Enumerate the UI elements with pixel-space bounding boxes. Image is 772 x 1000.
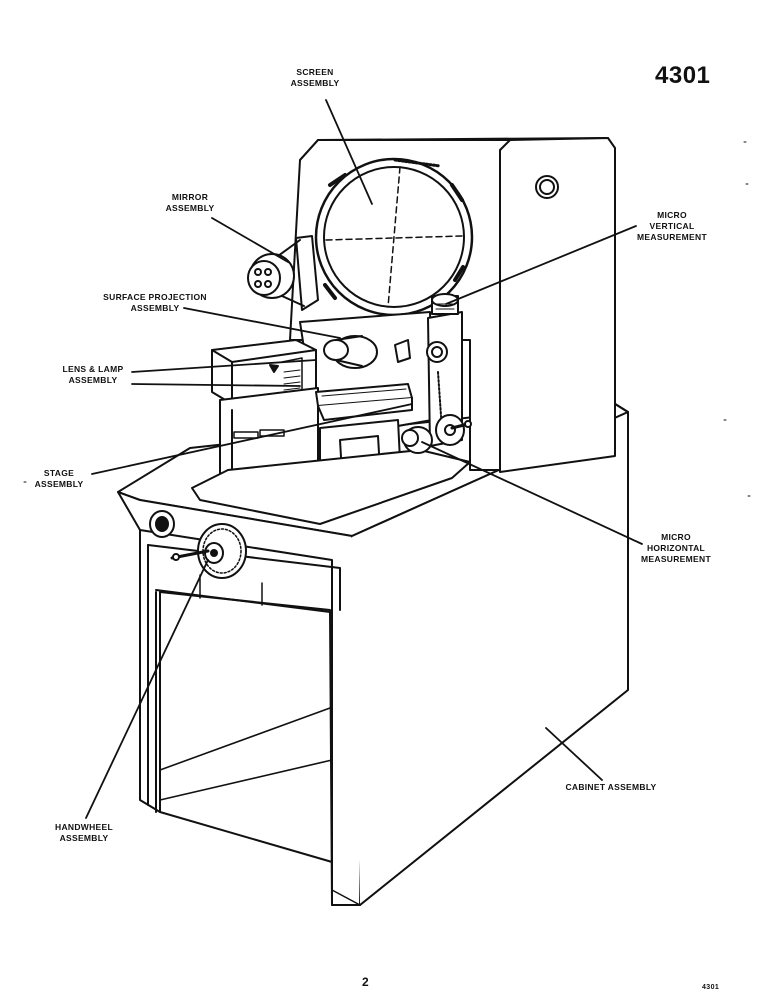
leader-handwheel xyxy=(85,559,209,819)
page-number: 2 xyxy=(362,975,369,989)
leader-lens-lamp-1 xyxy=(131,359,317,373)
label-lens-lamp-assembly: LENS & LAMP ASSEMBLY xyxy=(62,364,124,385)
label-micro-horizontal-measurement: MICRO HORIZONTAL MEASUREMENT xyxy=(641,532,711,564)
leader-cabinet xyxy=(545,727,603,781)
label-surface-projection-assembly: SURFACE PROJECTION ASSEMBLY xyxy=(103,292,207,313)
handwheel xyxy=(149,510,247,579)
projector-body xyxy=(191,293,472,525)
label-cabinet-assembly: CABINET ASSEMBLY xyxy=(565,782,657,792)
leader-stage xyxy=(91,403,413,475)
leader-micro-vertical xyxy=(445,225,637,305)
leader-micro-horizontal xyxy=(421,441,643,545)
leader-lens-lamp-2 xyxy=(131,383,301,387)
footer-code: 4301 xyxy=(702,984,720,991)
leader-screen xyxy=(325,99,373,205)
label-micro-vertical-measurement: MICRO VERTICAL MEASUREMENT xyxy=(637,210,707,242)
mirror-assembly xyxy=(247,235,319,311)
document-number: 4301 xyxy=(655,62,711,89)
label-mirror-assembly: MIRROR ASSEMBLY xyxy=(165,192,215,213)
leader-surface-projection xyxy=(183,307,341,339)
projector-hood xyxy=(289,137,616,473)
scan-specks xyxy=(23,141,751,497)
leader-mirror xyxy=(211,217,289,263)
label-screen-assembly: SCREEN ASSEMBLY xyxy=(290,67,340,88)
leader-lines xyxy=(85,99,643,819)
label-stage-assembly: STAGE ASSEMBLY xyxy=(34,468,84,489)
label-handwheel-assembly: HANDWHEEL ASSEMBLY xyxy=(55,822,113,843)
